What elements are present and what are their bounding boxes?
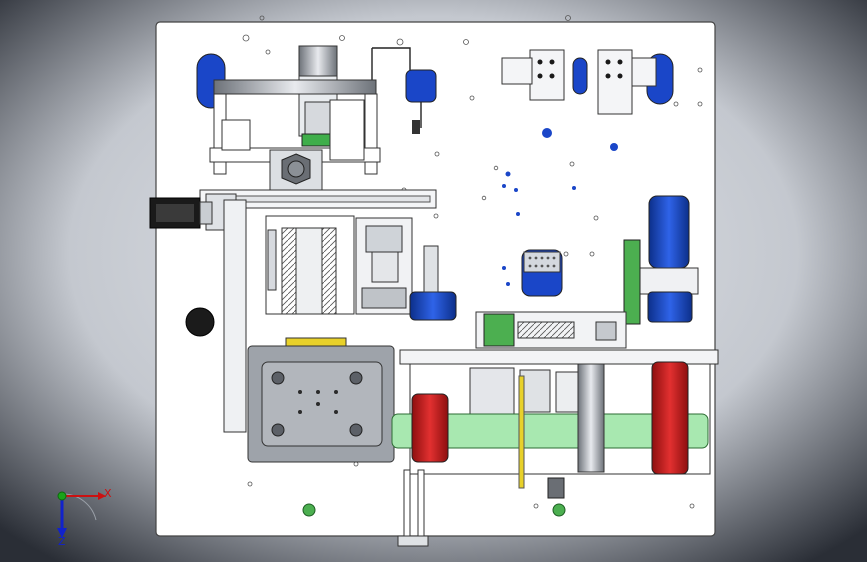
top-cylinder[interactable] — [298, 45, 338, 77]
z-axis-label: Z — [58, 535, 66, 548]
valve-block[interactable] — [405, 69, 437, 103]
middle-blue-slot[interactable] — [572, 57, 588, 95]
cable-port[interactable] — [185, 307, 215, 337]
green-board — [623, 239, 641, 325]
x-axis-arrow — [98, 492, 106, 500]
fitting — [412, 120, 420, 134]
green-indicator-right — [552, 503, 566, 517]
top-right-blocks — [501, 49, 657, 115]
x-axis-label: X — [104, 487, 112, 500]
center-blue-actuator[interactable] — [409, 291, 457, 321]
right-servo-motor[interactable] — [648, 195, 690, 269]
left-red-roller[interactable] — [411, 393, 449, 463]
y-axis-dot — [57, 491, 67, 501]
right-post — [417, 469, 425, 541]
yellow-strip — [285, 337, 347, 347]
upper-frame — [209, 79, 381, 175]
side-plate — [223, 199, 247, 433]
conveyor-belt[interactable] — [391, 413, 709, 449]
yellow-rod — [518, 375, 525, 489]
axis-triad — [57, 491, 106, 538]
right-red-roller[interactable] — [651, 361, 689, 475]
blue-dowels — [502, 128, 618, 286]
idler-roller — [577, 363, 605, 473]
z-axis-arrow — [57, 528, 67, 538]
left-post — [403, 469, 411, 541]
green-coupler — [301, 133, 331, 147]
green-indicator-left — [302, 503, 316, 517]
